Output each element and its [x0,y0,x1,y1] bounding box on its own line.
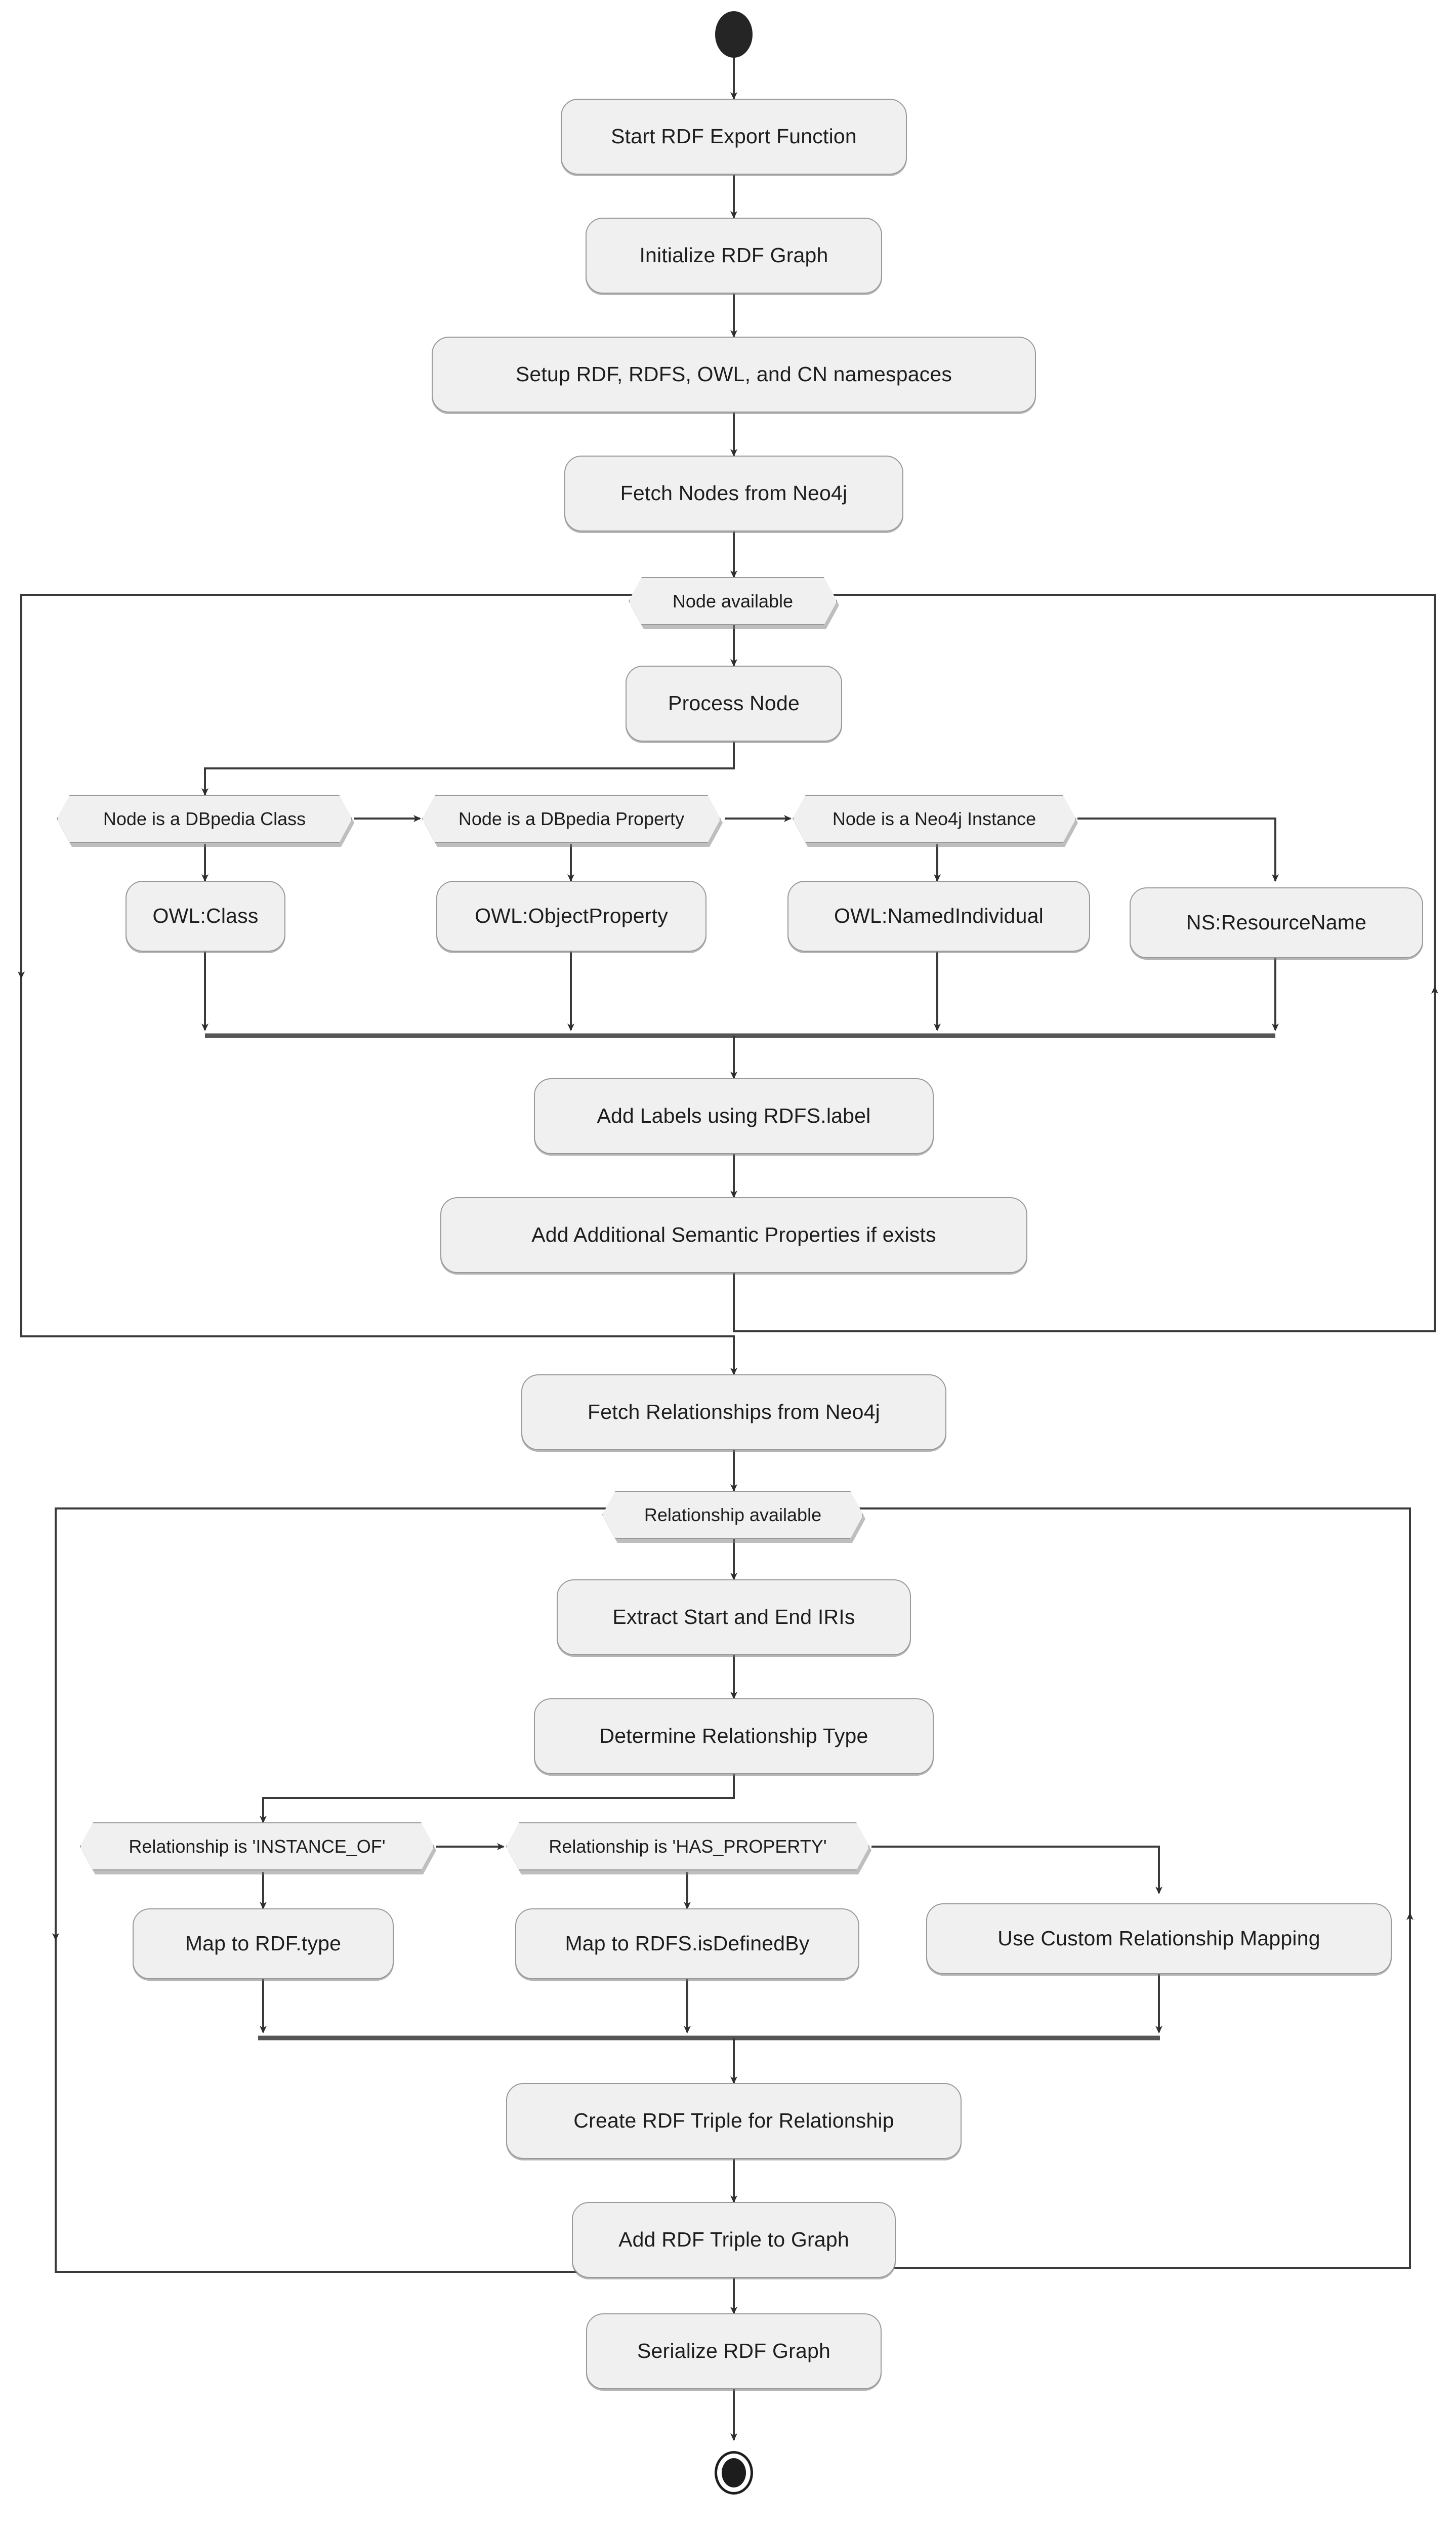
decision-relationship-is-instance-of[interactable]: Relationship is 'INSTANCE_OF' [80,1822,434,1870]
node-create-rdf-triple[interactable]: Create RDF Triple for Relationship [506,2083,962,2159]
node-owl-objectproperty[interactable]: OWL:ObjectProperty [436,881,706,952]
node-process-node[interactable]: Process Node [626,666,842,742]
node-start-rdf-export[interactable]: Start RDF Export Function [561,99,907,175]
node-label: Map to RDF.type [185,1932,342,1955]
node-label: Initialize RDF Graph [639,243,828,267]
node-label: NS:ResourceName [1186,911,1367,934]
node-label: Determine Relationship Type [599,1724,868,1748]
node-label: Fetch Relationships from Neo4j [588,1400,880,1424]
node-owl-class[interactable]: OWL:Class [126,881,285,952]
node-ns-resourcename[interactable]: NS:ResourceName [1130,887,1423,958]
node-map-to-rdfs-isdefinedby[interactable]: Map to RDFS.isDefinedBy [515,1908,859,1979]
node-add-labels[interactable]: Add Labels using RDFS.label [534,1078,934,1154]
node-serialize-rdf-graph[interactable]: Serialize RDF Graph [586,2313,882,2389]
node-label: Setup RDF, RDFS, OWL, and CN namespaces [515,362,952,386]
decision-relationship-is-has-property[interactable]: Relationship is 'HAS_PROPERTY' [506,1822,869,1870]
node-label: Map to RDFS.isDefinedBy [565,1932,810,1955]
decision-label: Node available [672,590,794,611]
decision-node-is-dbpedia-class[interactable]: Node is a DBpedia Class [57,795,352,843]
node-fetch-nodes[interactable]: Fetch Nodes from Neo4j [564,456,903,532]
decision-node-is-neo4j-instance[interactable]: Node is a Neo4j Instance [793,795,1076,843]
node-initialize-graph[interactable]: Initialize RDF Graph [586,218,882,294]
node-label: Serialize RDF Graph [637,2339,831,2363]
decision-relationship-available[interactable]: Relationship available [602,1491,863,1539]
node-extract-iris[interactable]: Extract Start and End IRIs [557,1579,911,1655]
decision-label: Node is a DBpedia Class [103,808,306,829]
node-use-custom-relationship-mapping[interactable]: Use Custom Relationship Mapping [926,1903,1392,1974]
node-label: Add Additional Semantic Properties if ex… [531,1223,936,1247]
node-fetch-relationships[interactable]: Fetch Relationships from Neo4j [521,1374,946,1450]
node-label: Fetch Nodes from Neo4j [620,481,848,505]
node-label: Create RDF Triple for Relationship [573,2109,894,2133]
decision-node-is-dbpedia-property[interactable]: Node is a DBpedia Property [422,795,721,843]
node-add-rdf-triple-to-graph[interactable]: Add RDF Triple to Graph [572,2202,896,2278]
decision-label: Node is a DBpedia Property [458,808,685,829]
node-label: Use Custom Relationship Mapping [997,1927,1320,1950]
end-node-inner-dot [722,2458,746,2487]
node-determine-relationship-type[interactable]: Determine Relationship Type [534,1698,934,1774]
node-owl-namedindividual[interactable]: OWL:NamedIndividual [787,881,1090,952]
node-label: Add RDF Triple to Graph [618,2228,849,2252]
node-label: OWL:Class [152,904,259,928]
decision-label: Relationship is 'HAS_PROPERTY' [549,1835,827,1857]
decision-node-available[interactable]: Node available [629,577,837,625]
node-label: Process Node [668,691,800,715]
node-map-to-rdf-type[interactable]: Map to RDF.type [133,1908,394,1979]
start-node-marker [715,11,753,58]
node-label: OWL:NamedIndividual [834,904,1044,928]
decision-label: Relationship is 'INSTANCE_OF' [129,1835,386,1857]
end-node-marker [715,2451,753,2495]
node-setup-namespaces[interactable]: Setup RDF, RDFS, OWL, and CN namespaces [432,337,1036,413]
node-label: OWL:ObjectProperty [475,904,668,928]
decision-label: Node is a Neo4j Instance [832,808,1036,829]
node-label: Add Labels using RDFS.label [597,1104,871,1128]
node-label: Extract Start and End IRIs [612,1605,855,1629]
decision-label: Relationship available [644,1504,822,1525]
node-label: Start RDF Export Function [611,125,857,148]
node-add-semantic-properties[interactable]: Add Additional Semantic Properties if ex… [440,1197,1027,1273]
